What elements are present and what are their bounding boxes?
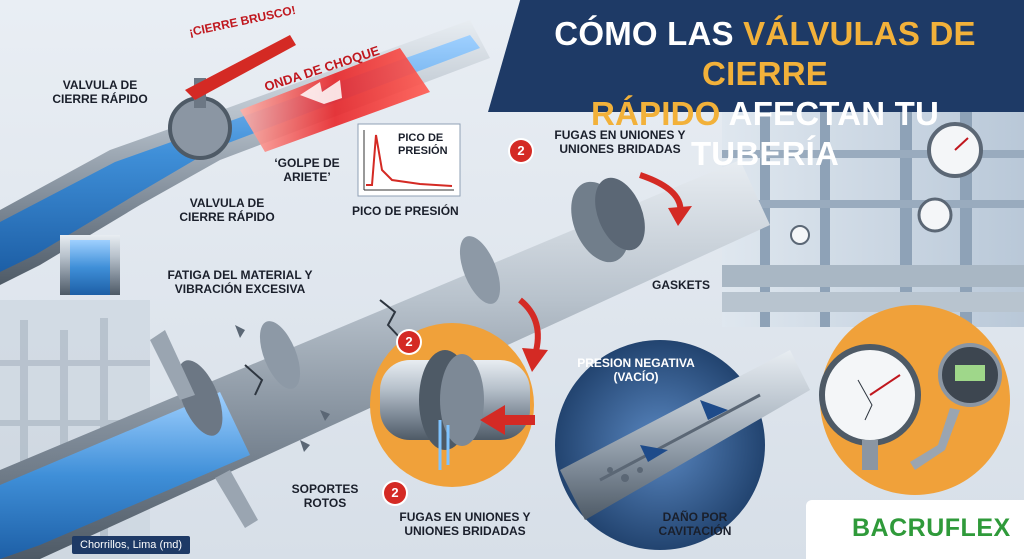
industrial-background-right	[722, 112, 1024, 327]
leaks-label-top: FUGAS EN UNIONES Y UNIONES BRIDADAS	[554, 128, 686, 156]
badge-number-3: 2	[384, 482, 406, 504]
location-tag: Chorrillos, Lima (md)	[72, 536, 191, 554]
gauges-inset	[819, 305, 1010, 495]
broken-supports-label: SOPORTES ROTOS	[291, 482, 359, 510]
title-part-1: CÓMO LAS	[554, 15, 744, 52]
gaskets-label: GASKETS	[652, 278, 711, 292]
title-part-2: VÁLVULAS DE CIERRE	[702, 15, 976, 92]
pressure-spike-graph	[357, 123, 461, 197]
upper-pipe-system	[0, 20, 490, 295]
badge-number-1: 2	[510, 140, 532, 162]
badge-number-2: 2	[398, 331, 420, 353]
brand-name: BACRUFLEX	[852, 514, 1011, 542]
pressure-peak-chart-label: PICO DE PRESIÓN	[398, 132, 448, 157]
pressure-peak-caption: PICO DE PRESIÓN	[352, 204, 459, 218]
title-band	[488, 0, 1024, 112]
title-part-4: AFECTAN TU TUBERÍA	[690, 95, 940, 172]
water-hammer-label: ‘GOLPE DE ARIETE’	[274, 156, 340, 184]
valve-label-top: VALVULA DE CIERRE RÁPIDO	[52, 78, 148, 106]
negative-pressure-label: PRESION NEGATIVA (VACÍO)	[577, 356, 695, 384]
title-part-3: RÁPIDO	[590, 95, 721, 132]
page-title: CÓMO LAS VÁLVULAS DE CIERRE RÁPIDO AFECT…	[515, 14, 1015, 174]
cavitation-inset	[555, 340, 810, 550]
brand-logo-panel	[806, 500, 1024, 559]
valve-label-bottom: VALVULA DE CIERRE RÁPIDO	[179, 196, 275, 224]
flange-leak-inset	[370, 297, 548, 487]
fatigue-label: FATIGA DEL MATERIAL Y VIBRACIÓN EXCESIVA	[167, 268, 313, 296]
leaks-label-bottom: FUGAS EN UNIONES Y UNIONES BRIDADAS	[399, 510, 531, 538]
cavitation-label: DAÑO POR CAVITACIÓN	[658, 510, 732, 538]
